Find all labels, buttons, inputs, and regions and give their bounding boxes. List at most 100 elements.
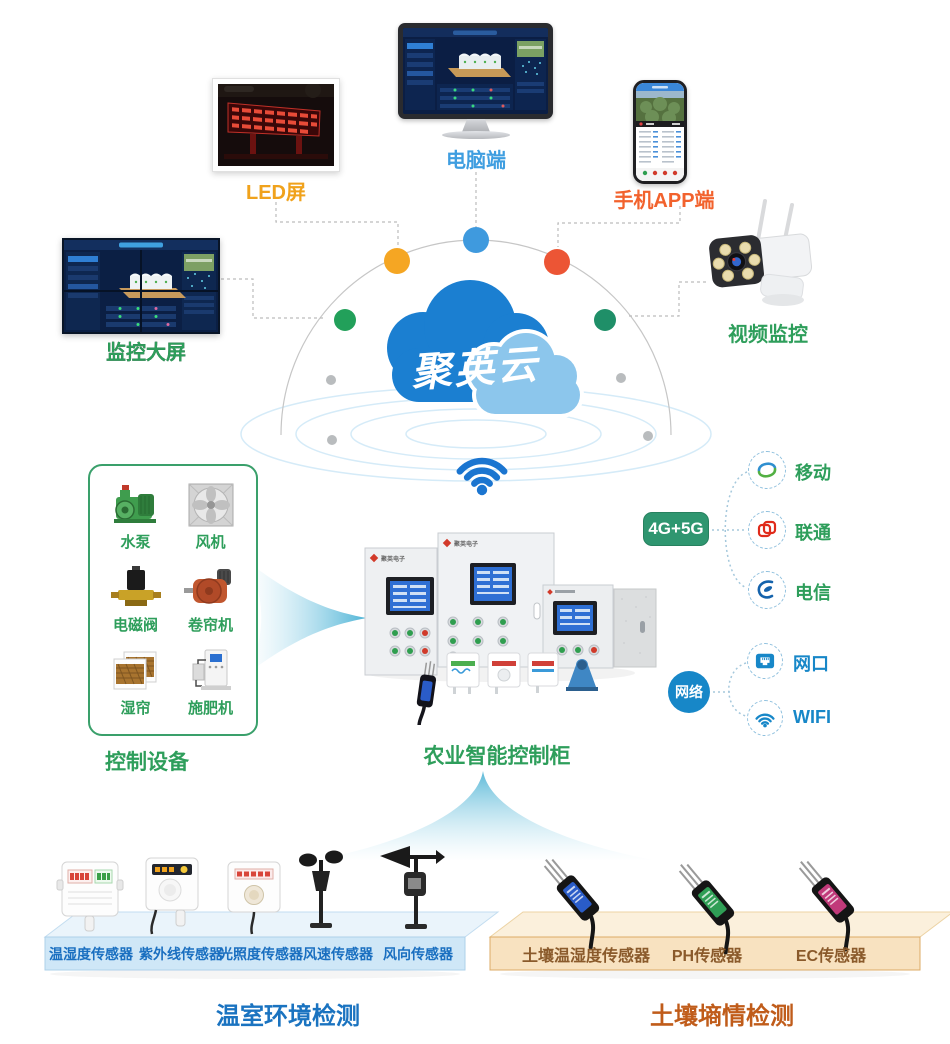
cloud-light-shape bbox=[469, 333, 580, 414]
device-label: 电磁阀 bbox=[112, 616, 158, 634]
greenhouse-sensors-platform bbox=[43, 846, 500, 979]
bracket-network bbox=[728, 662, 747, 717]
cabinet-title: 农业智能控制柜 bbox=[423, 745, 571, 768]
light-sensor-image bbox=[227, 861, 281, 935]
carrier-label-unicom: 联通 bbox=[795, 523, 831, 543]
carrier-china-mobile bbox=[748, 451, 786, 489]
device-fertilizer-machine: 施肥机 bbox=[173, 641, 248, 724]
arrow-sensors-to-cabinet bbox=[312, 771, 658, 861]
camera-image bbox=[709, 199, 813, 306]
carrier-label-mobile: 移动 bbox=[795, 463, 831, 483]
led-screen-image bbox=[212, 78, 340, 172]
sensor-label-temp-humidity: 温湿度传感器 bbox=[49, 946, 133, 962]
wind-direction-sensor-image bbox=[380, 846, 445, 929]
cloud-logo: 聚英云 bbox=[387, 280, 584, 418]
china-unicom-logo bbox=[757, 520, 777, 538]
water-pump-icon bbox=[113, 485, 156, 524]
network-badge: 网络 bbox=[668, 671, 710, 713]
wet-curtain-icon bbox=[113, 651, 156, 690]
camera-label: 视频监控 bbox=[728, 324, 808, 346]
node-green-right bbox=[594, 309, 616, 331]
cloud-name-text: 聚英云 bbox=[410, 342, 543, 395]
connector-led bbox=[275, 202, 399, 247]
device-water-pump: 水泵 bbox=[98, 476, 173, 559]
sensor-label-wind-direction: 风向传感器 bbox=[383, 946, 453, 962]
phone-app-screenshot bbox=[636, 83, 684, 181]
ethernet-port-icon bbox=[755, 653, 775, 669]
pc-label: 电脑端 bbox=[446, 150, 506, 172]
carrier-china-telecom bbox=[748, 571, 786, 609]
device-label: 卷帘机 bbox=[187, 616, 233, 634]
device-label: 湿帘 bbox=[120, 699, 151, 717]
connector-phone bbox=[557, 206, 681, 247]
platform-front-face bbox=[44, 936, 466, 971]
node-blue bbox=[463, 227, 489, 253]
exhaust-fan-icon bbox=[188, 483, 233, 527]
device-label: 施肥机 bbox=[187, 699, 233, 717]
gray-nodes bbox=[326, 373, 653, 445]
roller-motor-icon bbox=[183, 568, 231, 604]
soil-probe-accessory bbox=[416, 661, 437, 725]
ph-sensor-image bbox=[678, 863, 735, 955]
monitoring-wall-image bbox=[62, 238, 220, 334]
device-roller-motor: 卷帘机 bbox=[173, 559, 248, 642]
wifi-small-icon bbox=[755, 713, 775, 728]
sensor-label-soil-temp-humidity: 土壤温湿度传感器 bbox=[521, 948, 651, 965]
sensor-label-ph: PH传感器 bbox=[671, 948, 743, 965]
phone-app-image bbox=[633, 80, 687, 184]
pc-dashboard-screenshot bbox=[403, 28, 548, 114]
china-mobile-logo bbox=[757, 462, 777, 478]
platform-front-face bbox=[489, 936, 921, 971]
fertilizer-machine-icon bbox=[192, 649, 231, 690]
arrow-devices-to-cabinet bbox=[247, 561, 367, 674]
bracket-cellular bbox=[724, 471, 748, 589]
network-label-wifi: WIFI bbox=[793, 707, 831, 727]
device-label: 水泵 bbox=[120, 534, 151, 552]
cabinet-side-panel bbox=[613, 588, 657, 668]
connector-camera bbox=[627, 281, 706, 317]
cabinet-left: 聚英电子 bbox=[364, 547, 438, 676]
sensor-label-ec: EC传感器 bbox=[795, 948, 867, 965]
pulley-accessory bbox=[566, 659, 598, 691]
uv-sensor-image bbox=[145, 857, 199, 935]
cellular-badge: 4G+5G bbox=[643, 512, 709, 546]
led-label: LED屏 bbox=[246, 182, 306, 204]
cabinet-brand-text: 聚英电子 bbox=[380, 555, 405, 563]
bigscreen-label: 监控大屏 bbox=[106, 342, 186, 364]
node-red bbox=[544, 249, 570, 275]
control-cabinet-image: 聚英电子 聚英电子 bbox=[364, 532, 657, 725]
sensor-label-wind-speed: 风速传感器 bbox=[303, 946, 373, 962]
sensor-label-light: 光照度传感器 bbox=[219, 946, 303, 962]
node-green-left bbox=[334, 309, 356, 331]
wind-speed-sensor-image bbox=[299, 850, 343, 928]
sensor-label-uv: 紫外线传感器 bbox=[139, 946, 223, 962]
carrier-label-telecom: 电信 bbox=[795, 583, 831, 603]
device-solenoid-valve: 电磁阀 bbox=[98, 559, 173, 642]
carrier-china-unicom bbox=[748, 511, 786, 549]
cabinet-middle: 聚英电子 bbox=[437, 532, 555, 668]
network-wifi bbox=[747, 700, 783, 736]
phone-label: 手机APP端 bbox=[613, 190, 715, 212]
control-devices-box: 水泵 风机 电磁阀 bbox=[88, 464, 258, 736]
soil-sensors-platform bbox=[488, 858, 950, 979]
control-devices-title: 控制设备 bbox=[105, 751, 189, 774]
network-label-ethernet: 网口 bbox=[793, 654, 829, 674]
monitoring-wall-screenshot bbox=[64, 240, 218, 332]
pc-monitor-base bbox=[442, 131, 510, 139]
led-board-photo bbox=[218, 82, 334, 166]
connector-bigscreen bbox=[221, 278, 323, 319]
soil-section-title: 土壤墒情检测 bbox=[650, 1003, 794, 1030]
accessory-boxes bbox=[446, 652, 559, 694]
temp-humidity-sensor-image bbox=[56, 861, 124, 932]
soil-temp-humidity-sensor-image bbox=[543, 858, 600, 950]
cabinet-brand-text: 聚英电子 bbox=[453, 540, 478, 548]
greenhouse-section-title: 温室环境检测 bbox=[216, 1003, 360, 1030]
pc-monitor-stand bbox=[462, 119, 490, 132]
device-wet-curtain: 湿帘 bbox=[98, 641, 173, 724]
ec-sensor-image bbox=[798, 860, 855, 952]
network-ethernet bbox=[747, 643, 783, 679]
bigscreen-label-text: 监控大屏 bbox=[106, 342, 186, 364]
solenoid-valve-icon bbox=[110, 565, 161, 606]
china-telecom-logo bbox=[757, 580, 774, 599]
